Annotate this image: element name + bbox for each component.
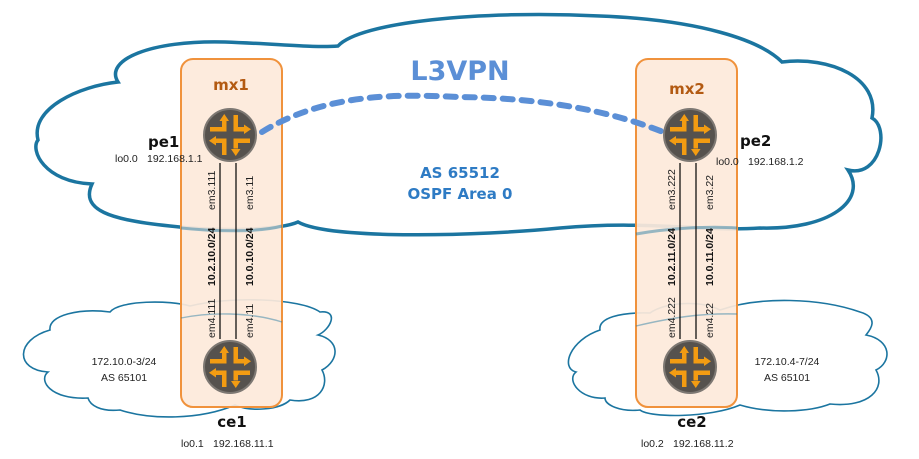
router-icon-ce2[interactable] <box>663 340 717 394</box>
node-lo-ip-ce2: 192.168.11.2 <box>673 438 734 450</box>
customer-cloud-left <box>22 298 336 418</box>
router-icon-pe2[interactable] <box>663 108 717 162</box>
interface-label: em3.22 <box>704 175 716 210</box>
interface-label: em3.111 <box>206 171 218 210</box>
interface-label: em4.111 <box>206 299 218 338</box>
interface-label: em4.222 <box>666 297 678 338</box>
node-name-ce2: ce2 <box>677 413 707 431</box>
customer-as-left: AS 65101 <box>101 372 147 384</box>
network-label: 10.0.10.0/24 <box>244 227 256 286</box>
node-lo-ip-pe2: 192.168.1.2 <box>748 156 804 168</box>
link-lines-right <box>679 163 697 339</box>
box-label-mx2: mx2 <box>669 80 705 98</box>
customer-prefix-left: 172.10.0-3/24 <box>92 356 157 368</box>
node-name-ce1: ce1 <box>217 413 247 431</box>
interface-label: em4.11 <box>244 304 256 338</box>
customer-prefix-right: 172.10.4-7/24 <box>755 356 820 368</box>
node-lo-if-ce2: lo0.2 <box>641 438 664 450</box>
core-cloud <box>34 12 883 237</box>
router-icon-ce1[interactable] <box>203 340 257 394</box>
customer-as-right: AS 65101 <box>764 372 810 384</box>
core-igp-label: OSPF Area 0 <box>408 185 513 203</box>
interface-label: em3.222 <box>666 169 678 210</box>
network-label: 10.0.11.0/24 <box>704 228 716 286</box>
node-name-pe2: pe2 <box>740 132 771 150</box>
network-label: 10.2.10.0/24 <box>206 227 218 286</box>
node-lo-if-ce1: lo0.1 <box>181 438 204 450</box>
node-lo-ip-ce1: 192.168.11.1 <box>213 438 274 450</box>
diagram-title: L3VPN <box>410 56 509 87</box>
node-lo-if-pe1: lo0.0 <box>115 153 138 165</box>
node-lo-ip-pe1: 192.168.1.1 <box>147 153 203 165</box>
node-lo-if-pe2: lo0.0 <box>716 156 739 168</box>
interface-label: em3.11 <box>244 176 256 210</box>
node-name-pe1: pe1 <box>148 133 179 151</box>
l3vpn-link[interactable] <box>259 92 671 137</box>
box-label-mx1: mx1 <box>213 76 249 94</box>
link-lines-left <box>219 163 237 339</box>
interface-label: em4.22 <box>704 303 716 338</box>
router-icon-pe1[interactable] <box>203 108 257 162</box>
core-as-label: AS 65512 <box>420 164 500 182</box>
network-label: 10.2.11.0/24 <box>666 228 678 286</box>
